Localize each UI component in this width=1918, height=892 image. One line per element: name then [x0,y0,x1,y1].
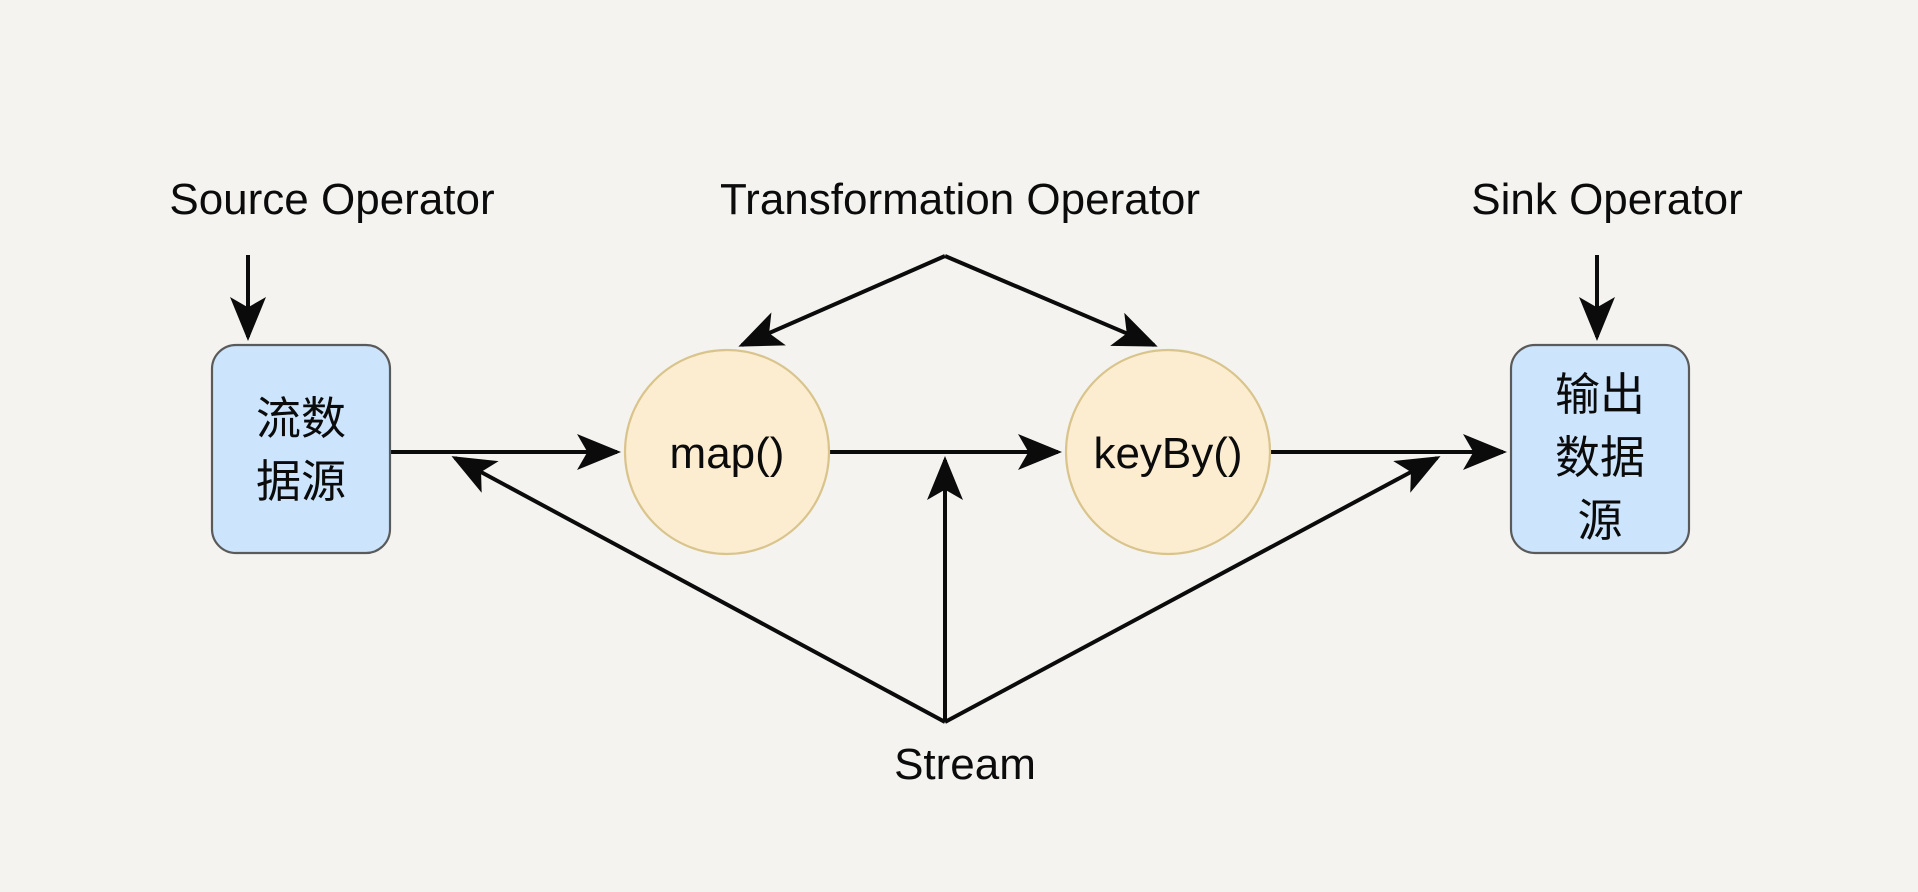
keyby-node[interactable]: keyBy() [1064,348,1272,556]
sink-node-label-line-2: 数据 [1555,431,1645,484]
source-node-shape[interactable] [210,343,392,555]
keyby-node-label: keyBy() [1093,429,1242,478]
map-node-shape[interactable] [623,348,831,556]
sink-node-shape[interactable] [1509,343,1691,555]
sink-node-label-line-3: 源 [1577,494,1622,547]
stream-label: Stream [894,740,1036,789]
source-node[interactable]: 流数 据源 [210,343,392,555]
keyby-node-shape[interactable] [1064,348,1272,556]
edge-transformation-branch-left [738,254,946,347]
map-node[interactable]: map() [623,348,831,556]
edge-transformation-branch-right [944,254,1158,347]
edge-stream-pointer-left [451,456,946,724]
map-node-label: map() [670,429,785,478]
sink-operator-label: Sink Operator [1471,175,1742,224]
transformation-operator-label: Transformation Operator [720,175,1200,224]
source-operator-label: Source Operator [169,175,494,224]
source-node-label-line-1: 流数 [256,392,346,445]
sink-node[interactable]: 输出 数据 源 [1509,343,1691,555]
source-node-label-line-2: 据源 [256,455,346,508]
sink-node-label-line-1: 输出 [1555,368,1645,421]
edge-stream-pointer-right [944,456,1441,724]
